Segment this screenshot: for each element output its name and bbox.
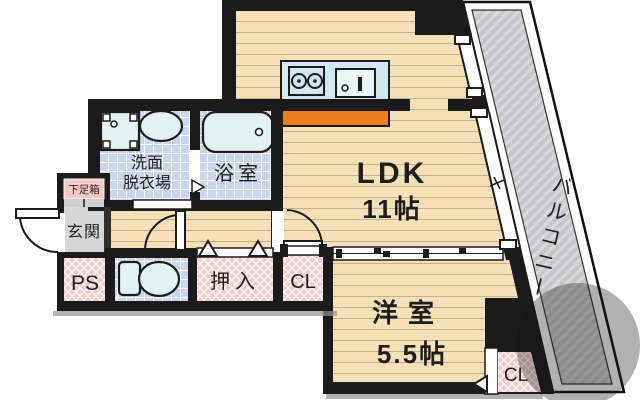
shoe-box	[63, 178, 105, 207]
washroom-label-2: 脱衣場	[123, 174, 171, 192]
oshiire-door-marker-2	[247, 239, 269, 257]
ldk-size: 11帖	[362, 194, 422, 224]
oshiire-label: 押入	[210, 270, 260, 293]
wall-shadow	[53, 311, 337, 316]
oshiire-door-track	[196, 247, 274, 258]
ldk-door-arc	[286, 209, 323, 245]
window-ldk	[470, 107, 521, 250]
closet-western-door-marker	[472, 374, 488, 394]
ldk-doorway	[272, 211, 284, 252]
closet-hall-floor	[283, 255, 323, 301]
balcony: バルコニー	[461, 0, 626, 394]
entrance-door-leaf	[15, 208, 60, 219]
entrance-door-arc	[19, 217, 59, 254]
ldk-label: LDK	[357, 157, 428, 190]
openings	[15, 34, 541, 395]
labels: LDK 11帖 洋室 5.5帖 浴室 洗面 脱衣場 玄関 下足箱 PS 押入 C…	[67, 154, 528, 386]
western-room-size: 5.5帖	[377, 339, 447, 369]
washer-pan	[99, 110, 141, 152]
washroom-sliding-door	[132, 199, 193, 210]
toilet-door-arc	[144, 214, 178, 251]
oshiire-floor	[197, 257, 273, 301]
bathtub	[201, 110, 275, 154]
entrance-doorway	[54, 213, 65, 252]
kitchen-sink	[335, 68, 376, 98]
washroom-label-1: 洗面	[131, 154, 163, 172]
bathroom-doorway	[190, 150, 200, 192]
closet-western	[472, 347, 541, 395]
window-upper	[454, 34, 486, 98]
stove	[288, 66, 325, 96]
entrance-step	[104, 207, 111, 252]
bathroom-label: 浴室	[214, 162, 262, 185]
entrance-label: 玄関	[67, 223, 101, 241]
closet-hall-track	[282, 245, 326, 256]
shoe-box-label: 下足箱	[68, 183, 100, 196]
wall-shadow-2	[326, 394, 543, 399]
western-room-label: 洋室	[372, 298, 444, 328]
oshiire-door-marker-1	[197, 239, 219, 257]
window-latch	[489, 176, 505, 190]
pipe-space-floor	[64, 258, 105, 301]
closet-western-label: CL	[504, 365, 528, 386]
room-partition	[332, 246, 504, 261]
toilet	[117, 260, 181, 298]
pipe-space-label: PS	[71, 272, 99, 295]
watermark-circle	[516, 283, 640, 400]
closet-hall-label: CL	[290, 271, 316, 293]
entrance-floor	[64, 207, 104, 252]
bathroom-door-marker	[191, 178, 206, 196]
toilet-door-leaf	[175, 210, 186, 251]
kitchen-unit	[280, 60, 390, 101]
